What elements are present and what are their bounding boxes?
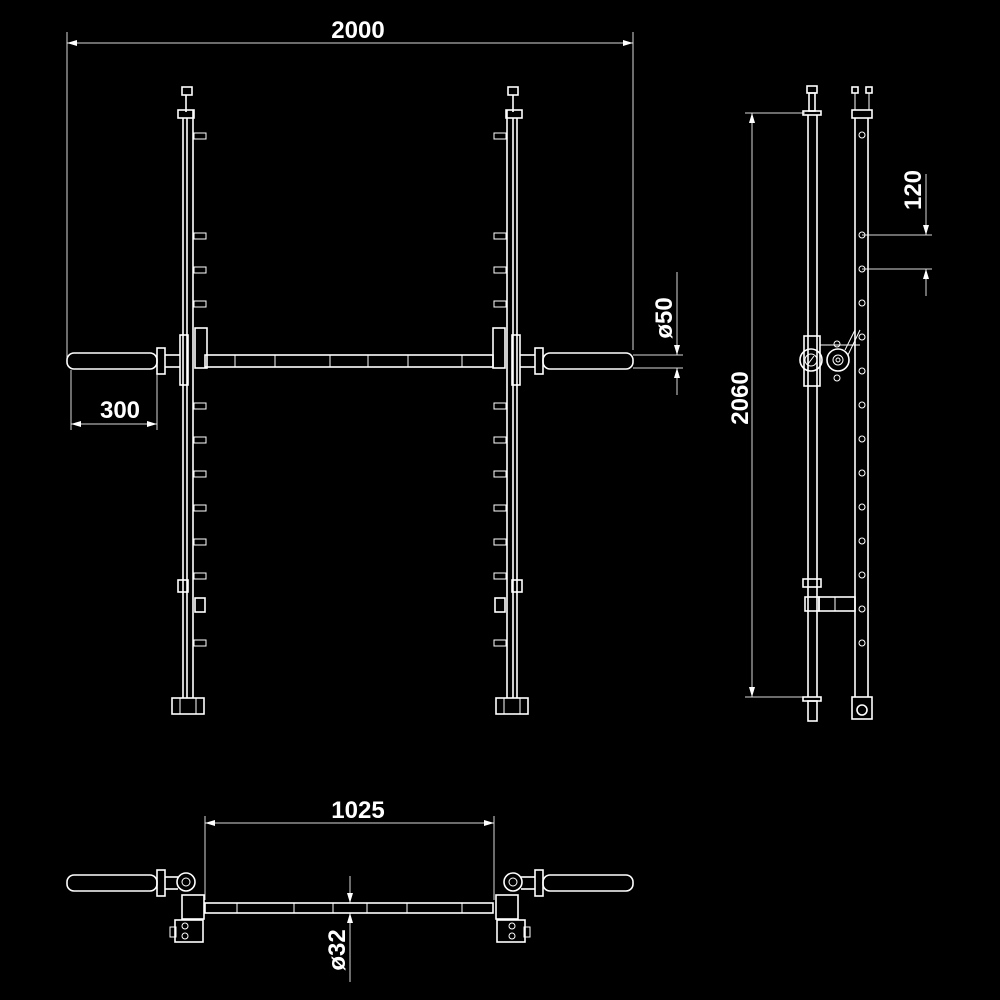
side-view: 2060 120 [727, 85, 932, 722]
right-upright [492, 86, 529, 715]
dimension-overall-height: 2060 [727, 112, 805, 698]
dim-label-1025: 1025 [331, 797, 384, 824]
side-upright [851, 86, 873, 720]
left-upright [171, 86, 208, 715]
front-view: 2000 300 ø50 [66, 17, 683, 715]
dimension-inner-width: 1025 [204, 797, 495, 900]
dim-label-d32: ø32 [324, 929, 351, 970]
top-view: 1025 ø32 [66, 797, 634, 982]
dimension-overall-width: 2000 [66, 17, 634, 360]
dim-label-2060: 2060 [727, 371, 754, 424]
dim-label-120: 120 [900, 170, 927, 210]
barbell-top [66, 869, 634, 943]
dimension-sleeve-diameter: ø50 [633, 272, 683, 395]
dimension-shaft-diameter: ø32 [324, 876, 353, 982]
dim-label-2000: 2000 [331, 17, 384, 44]
dim-label-d50: ø50 [651, 297, 678, 338]
dim-label-300: 300 [100, 397, 140, 424]
upright-holes [858, 131, 866, 647]
barbell-front [66, 347, 634, 375]
right-hooks [493, 132, 507, 647]
dimension-hole-spacing: 120 [862, 170, 932, 296]
left-hooks [193, 132, 207, 647]
guide-rod [799, 85, 861, 722]
dimension-sleeve-length: 300 [70, 370, 158, 430]
